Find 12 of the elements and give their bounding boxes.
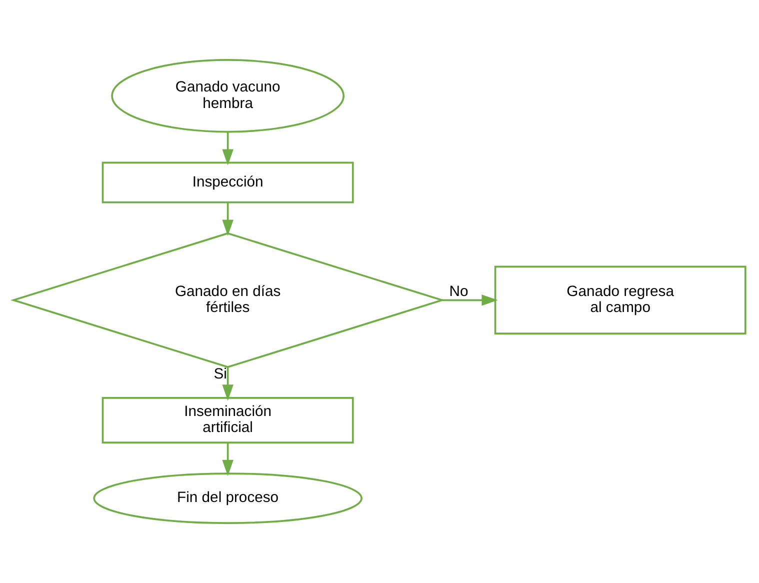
arrow (442, 294, 498, 306)
arrow (222, 132, 234, 166)
node-ellipse: Fin del proceso (93, 472, 362, 524)
edge-label: Si (214, 366, 227, 382)
node-ellipse: Ganado vacuno hembra (111, 59, 345, 133)
arrow (222, 442, 234, 476)
node-box: Inspección (102, 162, 354, 204)
node-box: Ganado regresa al campo (494, 266, 746, 335)
node-box: Inseminación artificial (102, 397, 354, 444)
arrow (222, 367, 234, 401)
edge-label: No (449, 284, 468, 300)
arrow (222, 202, 234, 236)
